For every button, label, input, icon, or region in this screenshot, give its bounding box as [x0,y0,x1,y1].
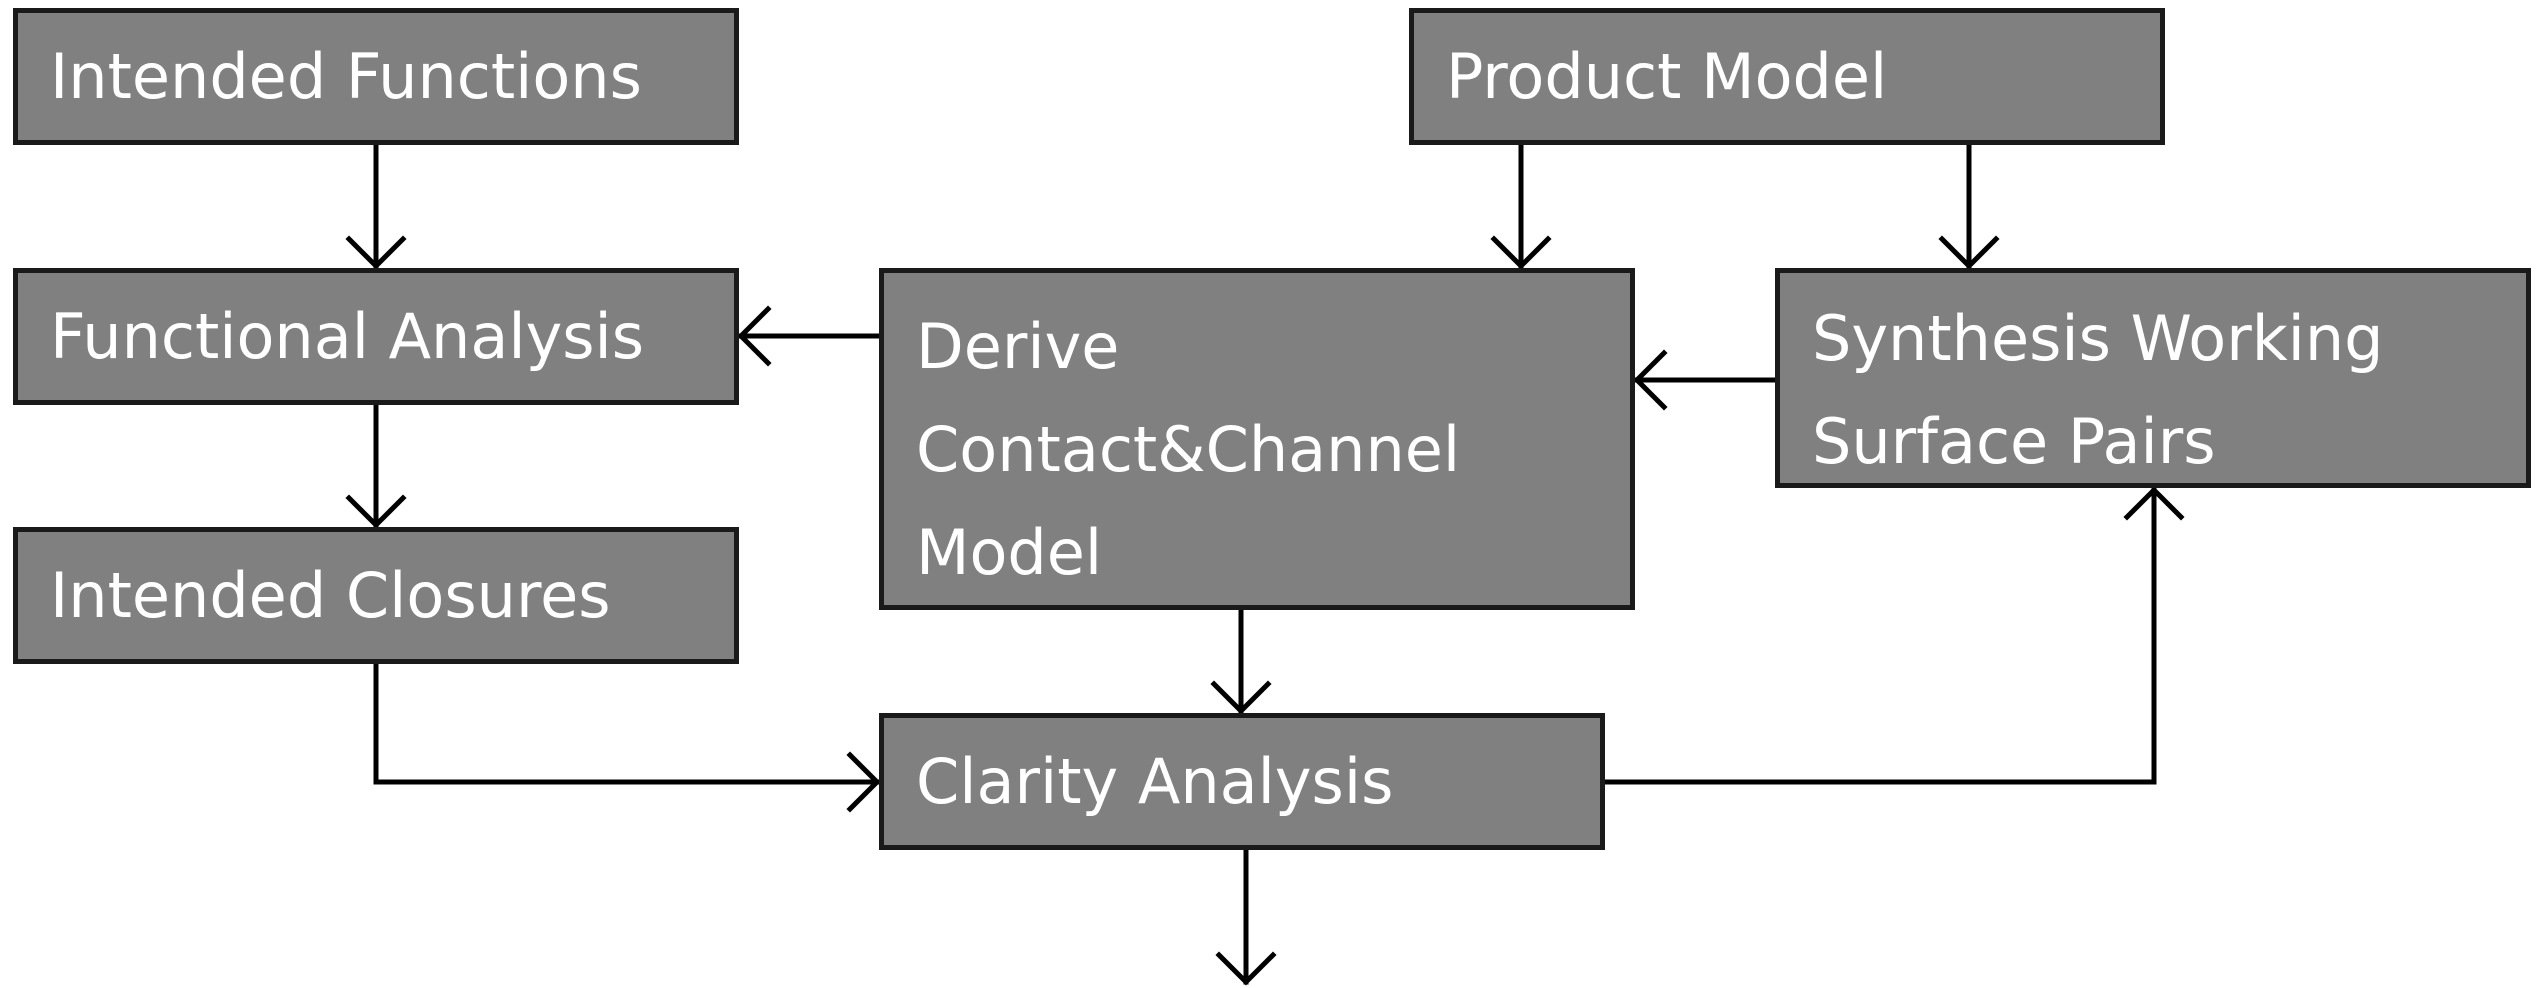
arrow-derive-model-to-functional-analysis [737,305,882,367]
clarity-analysis-box: Clarity Analysis [879,713,1605,850]
intended-closures-label: Intended Closures [50,559,611,632]
arrow-synthesis-pairs-to-derive-model [1633,349,1778,411]
intended-closures-box: Intended Closures [13,527,739,664]
arrow-clarity-analysis-output [1215,847,1277,986]
arrow-intended-functions-to-functional-analysis [345,142,407,270]
derive-model-label-line-2: Contact&Channel [916,413,1461,486]
arrow-intended-closures-to-clarity-analysis [373,661,881,813]
functional-analysis-box: Functional Analysis [13,268,739,405]
synthesis-pairs-label-line-2: Surface Pairs [1812,405,2216,478]
product-model-label: Product Model [1446,40,1888,113]
synthesis-working-surface-pairs-box: Synthesis Working Surface Pairs [1775,268,2531,488]
functional-analysis-label: Functional Analysis [50,300,645,373]
arrow-product-model-to-synthesis-pairs [1938,142,2000,270]
arrow-derive-model-to-clarity-analysis [1210,607,1272,715]
arrow-clarity-analysis-to-synthesis-pairs [1602,486,2185,785]
product-model-box: Product Model [1409,8,2165,145]
derive-model-label-line-3: Model [916,516,1103,589]
synthesis-pairs-label-line-1: Synthesis Working [1812,302,2384,375]
derive-contact-channel-model-box: Derive Contact&Channel Model [879,268,1635,610]
intended-functions-label: Intended Functions [50,40,642,113]
intended-functions-box: Intended Functions [13,8,739,145]
arrow-product-model-to-derive-model [1490,142,1552,270]
clarity-analysis-label: Clarity Analysis [916,745,1394,818]
arrow-functional-analysis-to-intended-closures [345,402,407,529]
derive-model-label-line-1: Derive [916,310,1120,383]
